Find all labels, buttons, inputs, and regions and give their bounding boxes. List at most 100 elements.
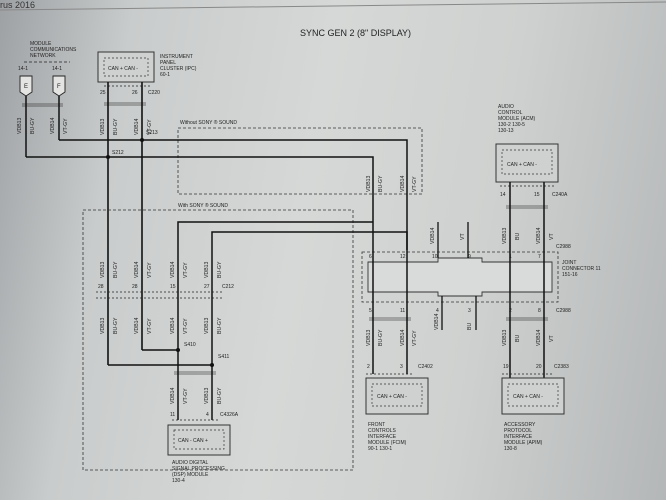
with-sony-wires bbox=[108, 221, 408, 420]
apim-module-inner bbox=[507, 383, 559, 407]
region-without-sony bbox=[177, 127, 423, 195]
acm-pin: 14 bbox=[500, 192, 506, 198]
apim-label-line: ACCESSORY bbox=[504, 422, 536, 428]
wire-code: VT-GY bbox=[147, 262, 153, 278]
wire-code: VT-GY bbox=[183, 388, 189, 404]
ipc-label-line: INSTRUMENT bbox=[160, 54, 193, 60]
wire-code: VDB14 bbox=[434, 313, 440, 330]
fcim-label-line: CONTROLS bbox=[368, 428, 396, 434]
wire-code: VDB13 bbox=[100, 261, 106, 278]
apim-label-line: 130-8 bbox=[504, 446, 517, 452]
joint-label: JOINT CONNECTOR 11 151-16 bbox=[562, 260, 601, 278]
without-sony-wires bbox=[108, 139, 408, 250]
ipc-label: INSTRUMENT PANEL CLUSTER (IPC) 60-1 bbox=[160, 54, 197, 78]
wire-code: VDB13 bbox=[17, 117, 23, 134]
region-label: With SONY ® SOUND bbox=[178, 202, 228, 209]
ipc-module-inner bbox=[103, 57, 149, 77]
dsp-can-label: CAN - CAN + bbox=[178, 438, 208, 444]
wire-code: VT bbox=[549, 233, 555, 240]
apim-pin: 19 bbox=[503, 364, 509, 370]
wire-code: VT-GY bbox=[147, 119, 153, 135]
fcim-label: FRONT CONTROLS INTERFACE MODULE (FCIM) 9… bbox=[368, 422, 407, 452]
acm-label: AUDIO CONTROL MODULE (ACM) 130-2 130-5 1… bbox=[498, 104, 536, 134]
wire-code: VT-GY bbox=[183, 262, 189, 278]
acm-can-label: CAN + CAN - bbox=[507, 162, 537, 168]
joint-label-line: CONNECTOR 11 bbox=[562, 266, 601, 272]
apim-label-line: PROTOCOL bbox=[504, 428, 532, 434]
wire-code: VT-GY bbox=[147, 318, 153, 334]
fcim-module-inner bbox=[371, 383, 423, 407]
apim-label-line: INTERFACE bbox=[504, 434, 533, 440]
joint-pin: 4 bbox=[436, 308, 439, 314]
dsp-label-line: AUDIO DIGITAL bbox=[172, 460, 209, 466]
splice-label: S411 bbox=[218, 354, 230, 360]
wire-code: VDB14 bbox=[134, 118, 140, 135]
region-label: Without SONY ® SOUND bbox=[180, 119, 237, 126]
wire-code: BU-GY bbox=[113, 118, 119, 135]
acm-label-line: MODULE (ACM) bbox=[498, 116, 536, 122]
wire-code: VDB14 bbox=[170, 317, 176, 334]
splice-label: S410 bbox=[184, 342, 196, 348]
wire-code: VDB13 bbox=[204, 387, 210, 404]
network-label: MODULE COMMUNICATIONS NETWORK bbox=[30, 41, 77, 59]
wire-code: BU-GY bbox=[217, 317, 223, 334]
joint-connector-outline bbox=[361, 251, 559, 303]
c212-label: C212 bbox=[222, 284, 234, 290]
region-with-sony bbox=[82, 209, 354, 471]
apim-label: ACCESSORY PROTOCOL INTERFACE MODULE (API… bbox=[504, 422, 543, 452]
c212-pin: 28 bbox=[98, 284, 104, 290]
dsp-label: AUDIO DIGITAL SIGNAL PROCESSING (DSP) MO… bbox=[172, 460, 225, 484]
net-pin: 14-1 bbox=[18, 66, 28, 72]
net-letter: E bbox=[24, 84, 28, 90]
wire-code: VDB14 bbox=[134, 261, 140, 278]
wire-code: VT-GY bbox=[183, 318, 189, 334]
ipc-can-label: CAN + CAN - bbox=[108, 66, 138, 72]
joint-label-line: 151-16 bbox=[562, 272, 578, 278]
wire-code: VDB13 bbox=[366, 175, 372, 192]
net-letter: F bbox=[57, 84, 61, 90]
network-label-line: MODULE bbox=[30, 41, 52, 47]
ipc-label-line: 60-1 bbox=[160, 72, 170, 78]
joint-pin: 8 bbox=[538, 308, 541, 314]
dsp-label-line: (DSP) MODULE bbox=[172, 472, 209, 478]
splice-s410 bbox=[176, 348, 180, 352]
wire-code: VT-GY bbox=[412, 176, 418, 192]
wire-code: VDB13 bbox=[502, 227, 508, 244]
wire-code: VDB14 bbox=[536, 329, 542, 346]
joint-pin: 12 bbox=[400, 254, 406, 260]
c212-pin: 27 bbox=[204, 284, 210, 290]
dsp-label-line: 130-4 bbox=[172, 478, 185, 484]
wire-code: VDB14 bbox=[170, 387, 176, 404]
dsp-module-inner bbox=[173, 429, 225, 450]
acm-module-inner bbox=[501, 149, 553, 175]
joint-label-line: JOINT bbox=[562, 260, 576, 266]
wire-code: BU bbox=[467, 323, 473, 330]
splice-label: S212 bbox=[112, 150, 124, 156]
fcim-can-label: CAN + CAN - bbox=[377, 394, 407, 400]
fcim-pin: 3 bbox=[400, 364, 403, 370]
network-label-line: NETWORK bbox=[30, 53, 56, 59]
wire-code: VT bbox=[460, 233, 466, 240]
joint-pin: 6 bbox=[369, 254, 372, 260]
acm-label-line: 130-13 bbox=[498, 128, 514, 134]
network-connector-f bbox=[52, 75, 66, 97]
ipc-module bbox=[97, 51, 155, 83]
wire-code: VDB14 bbox=[134, 317, 140, 334]
apim-label-line: MODULE (APIM) bbox=[504, 440, 543, 446]
splice-label: S213 bbox=[146, 130, 158, 136]
joint-connector-ref: C2988 bbox=[556, 308, 571, 314]
ipc-pin: 25 bbox=[100, 90, 106, 96]
fcim-label-line: INTERFACE bbox=[368, 434, 397, 440]
wire-code: VT-GY bbox=[412, 330, 418, 346]
network-label-line: COMMUNICATIONS bbox=[30, 47, 77, 53]
joint-connector-ref: C2988 bbox=[556, 244, 571, 250]
ipc-connector: C220 bbox=[148, 90, 160, 96]
fcim-label-line: 90-1 130-1 bbox=[368, 446, 392, 452]
wire-code: VT-GY bbox=[63, 118, 69, 134]
c212-pin: 15 bbox=[170, 284, 176, 290]
ipc-label-line: PANEL bbox=[160, 60, 176, 66]
wire-code: VDB13 bbox=[204, 317, 210, 334]
acm-pin: 15 bbox=[534, 192, 540, 198]
acm-label-line: AUDIO bbox=[498, 104, 514, 110]
